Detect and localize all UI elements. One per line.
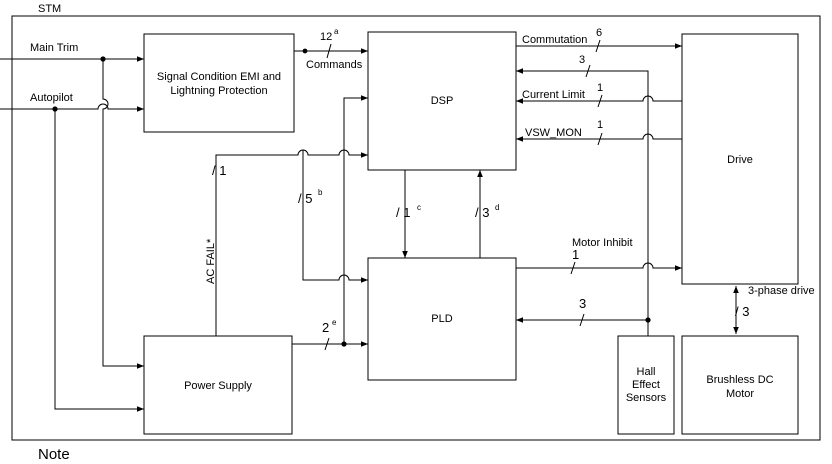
pld-block: PLD [367,257,517,381]
pld-dsp-sup: d [495,203,499,212]
commands-connection: 12 a Commands [294,27,368,71]
current-limit-count: 1 [597,82,603,94]
dsp-label: DSP [431,95,454,107]
vsw-mon-count: 1 [597,119,603,131]
commands-label: Commands [306,59,363,71]
ps-dsp-count: / 5 [298,191,312,206]
current-limit-label: Current Limit [522,89,585,101]
commutation-label: Commutation [522,34,587,46]
ps-pld-count: 2 [322,320,329,335]
ps-pld-connection: 2 e [292,318,368,351]
current-limit-connection: Current Limit 1 [516,82,682,108]
commutation-count: 6 [596,27,602,39]
ac-fail-label: AC FAIL* [205,238,217,284]
hall-dsp-count: 3 [579,54,585,66]
hall-pld-connection: 3 [516,296,651,327]
signal-condition-line-1: Signal Condition EMI and [157,71,281,83]
hall-sensors-block: Hall Effect Sensors [617,335,675,435]
ac-fail-connection: / 1 AC FAIL* [205,149,368,336]
ps-pld-sup: e [332,318,337,327]
power-supply-label: Power Supply [184,380,252,392]
pld-dsp-count: / 3 [475,205,489,220]
commutation-connection: Commutation 6 [516,27,682,53]
dsp-pld-count: / 1 [396,205,410,220]
dsp-pld-connection: / 1 c [396,170,421,258]
phase-drive-connection: 3-phase drive / 3 [733,285,815,334]
motor-inhibit-label: Motor Inhibit [572,237,633,249]
hall-sensors-line-3: Sensors [626,392,667,404]
main-trim-connection: Main Trim [0,42,144,369]
commands-count: 12 [320,31,332,43]
vsw-mon-label: VSW_MON [525,127,582,139]
dsp-pld-sup: c [417,203,421,212]
commands-sup: a [334,27,339,36]
hall-sensors-line-1: Hall [637,366,656,378]
pld-label: PLD [431,313,452,325]
power-supply-block: Power Supply [143,335,293,435]
motor-inhibit-connection: Motor Inhibit 1 [516,237,682,275]
motor-block: Brushless DC Motor [681,335,799,435]
ac-fail-count: / 1 [212,163,226,178]
hall-pld-count: 3 [579,296,586,311]
motor-inhibit-count: 1 [572,247,579,262]
main-trim-label: Main Trim [30,42,78,54]
signal-condition-block: Signal Condition EMI and Lightning Prote… [143,33,295,133]
phase-drive-count: / 3 [735,304,749,319]
vsw-mon-connection: VSW_MON 1 [516,119,682,146]
signal-condition-line-2: Lightning Protection [170,85,267,97]
motor-line-1: Brushless DC [706,374,773,386]
dsp-block: DSP [367,31,517,171]
phase-drive-label: 3-phase drive [748,285,815,297]
hall-sensors-line-2: Effect [632,379,660,391]
drive-block: Drive [681,33,799,285]
stm-label: STM [38,3,61,15]
ps-bus-5-connection: / 5 b [298,95,368,347]
motor-line-2: Motor [726,388,754,400]
stm-frame [11,15,821,441]
note-label: Note [38,446,70,463]
drive-label: Drive [727,154,753,166]
pld-dsp-connection: / 3 d [475,170,499,258]
autopilot-label: Autopilot [30,92,73,104]
ps-dsp-sup: b [318,188,323,197]
hall-dsp-connection: 3 [516,54,649,336]
autopilot-connection: Autopilot [0,92,144,412]
